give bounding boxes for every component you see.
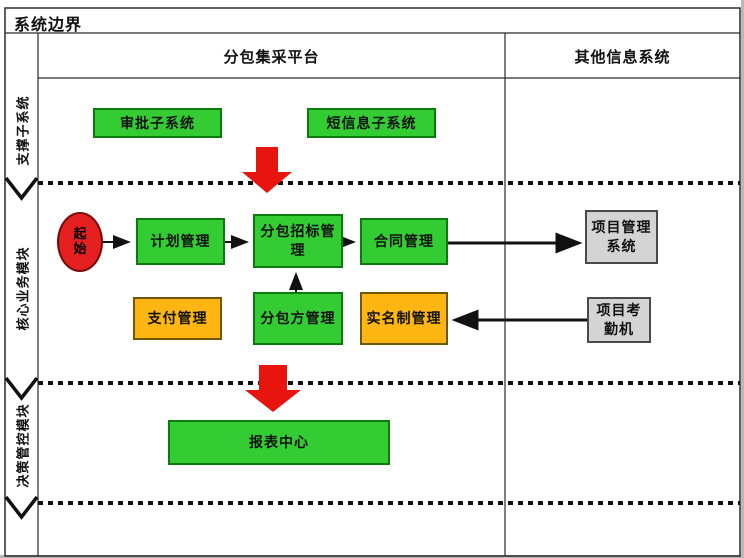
column-header-main-platform: 分包集采平台 [223, 48, 320, 66]
node-plan-management: 计划管理 [136, 218, 225, 265]
node-realname-management: 实名制管理 [360, 292, 448, 345]
start-node-label: 起始 [73, 226, 87, 256]
lane-label-support-subsystem: 支撑子系统 [5, 78, 38, 183]
column-header-other-systems: 其他信息系统 [574, 48, 671, 66]
node-label: 审批子系统 [120, 114, 195, 131]
lane-label-decision-control: 决策管控模块 [5, 388, 38, 503]
node-label: 项目考勤机 [596, 302, 642, 337]
node-project-management-system: 项目管理系统 [585, 210, 658, 264]
red-down-arrow-icon [242, 147, 292, 193]
node-label: 实名制管理 [366, 310, 442, 327]
lane-label-text: 决策管控模块 [15, 403, 31, 488]
start-node: 起始 [57, 212, 103, 272]
node-label: 合同管理 [374, 233, 434, 250]
node-label: 短信息子系统 [326, 114, 417, 131]
node-label: 分包方管理 [260, 310, 336, 327]
node-contract-management: 合同管理 [360, 218, 448, 265]
node-label: 项目管理系统 [591, 219, 652, 254]
node-label: 分包招标管理 [260, 223, 336, 258]
diagram-title: 系统边界 [14, 17, 83, 34]
node-subcontract-bidding-management: 分包招标管理 [253, 214, 343, 268]
outer-border [4, 7, 741, 557]
node-sms-subsystem: 短信息子系统 [307, 108, 436, 138]
lane-label-core-business: 核心业务模块 [5, 193, 38, 383]
node-approval-subsystem: 审批子系统 [93, 108, 222, 138]
lane-label-text: 核心业务模块 [15, 245, 31, 331]
node-subcontractor-management: 分包方管理 [253, 292, 343, 345]
lane-label-text: 支撑子系统 [15, 95, 31, 166]
node-report-center: 报表中心 [168, 420, 390, 465]
node-project-attendance-machine: 项目考勤机 [587, 297, 651, 343]
node-payment-management: 支付管理 [133, 297, 222, 340]
node-label: 计划管理 [150, 233, 211, 250]
node-label: 报表中心 [249, 434, 309, 451]
red-down-arrow-icon [245, 365, 301, 412]
node-label: 支付管理 [147, 310, 208, 327]
